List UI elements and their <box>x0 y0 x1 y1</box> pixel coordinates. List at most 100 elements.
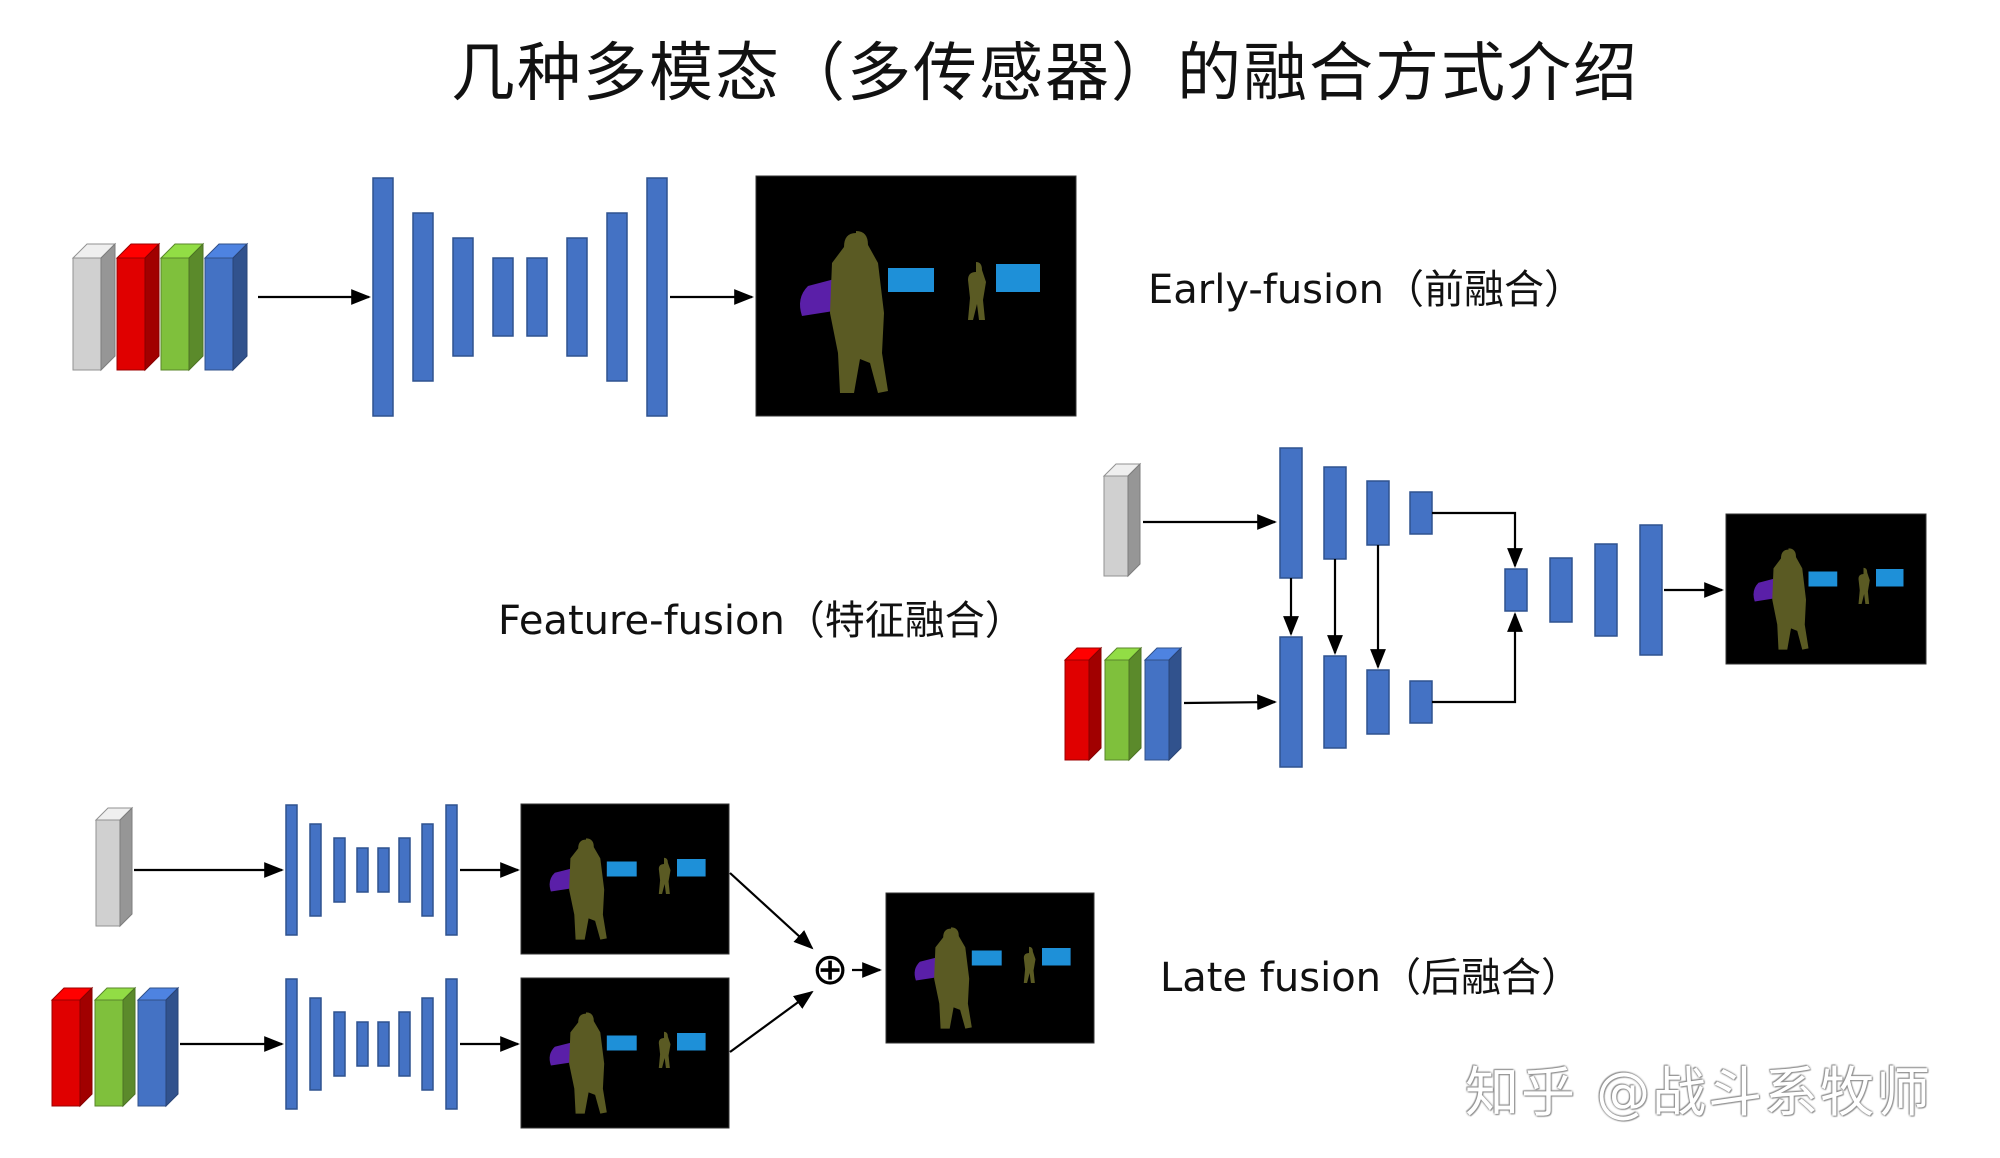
feature-output-image-small-person <box>1858 567 1870 604</box>
feature-input-red-side <box>1088 646 1102 762</box>
early-input-red-front <box>116 257 146 371</box>
late-output-image-small-person <box>1023 946 1036 983</box>
late-input-red-front <box>51 999 81 1107</box>
late-input-gray <box>94 806 134 928</box>
late-top-layer-3 <box>333 837 346 903</box>
late-bottom-layer-2 <box>309 997 322 1091</box>
feature-decoder-layer-1 <box>1504 568 1528 612</box>
early-output-image-cyan-right <box>996 264 1040 292</box>
early-input-red <box>115 242 161 372</box>
early-output-image-person <box>830 231 888 393</box>
feature-input-gray <box>1102 462 1142 578</box>
feature-top-encoder-layer-4 <box>1409 491 1433 535</box>
feature-decoder-layer-3 <box>1594 543 1618 637</box>
late-output-image-cyan-right <box>1042 948 1071 966</box>
feature-input-red-front <box>1064 659 1090 761</box>
late-bottom-layer-6 <box>398 1011 411 1077</box>
feature-bottom-merge-arrow <box>1432 612 1523 704</box>
feature-input-green <box>1103 646 1143 762</box>
feature-top-encoder-layer-1 <box>1279 447 1303 579</box>
early-input-green-side <box>188 242 204 372</box>
early-layer-7 <box>606 212 628 382</box>
feature-input-blue <box>1143 646 1183 762</box>
feature-input-blue-front <box>1144 659 1170 761</box>
late-fusion-label: Late fusion（后融合） <box>1160 955 1582 1001</box>
feature-decoder-layer-4 <box>1639 524 1663 656</box>
early-output-image <box>755 175 1077 417</box>
late-bottom-output-image-cyan-right <box>677 1033 706 1051</box>
late-top-layer-1 <box>285 804 298 936</box>
late-top-layer-4 <box>356 847 369 893</box>
early-output-image-small-person <box>968 262 986 320</box>
early-layer-5 <box>526 257 548 337</box>
early-layer-8 <box>646 177 668 417</box>
early-input-gray-front <box>72 257 102 371</box>
late-bottom-output-image <box>520 977 730 1129</box>
feature-bottom-encoder-layer-2 <box>1323 655 1347 749</box>
early-output-image-cyan-left <box>888 268 934 292</box>
late-bottom-layer-5 <box>377 1021 390 1067</box>
late-output-image <box>885 892 1095 1044</box>
early-layer-4 <box>492 257 514 337</box>
late-top-output-image-cyan-left <box>606 861 637 877</box>
early-input-green <box>159 242 205 372</box>
feature-bottom-encoder-layer-3 <box>1366 669 1390 735</box>
late-top-layer-8 <box>445 804 458 936</box>
late-bottom-layer-1 <box>285 978 298 1110</box>
late-input-green-front <box>94 999 124 1107</box>
late-bottom-layer-3 <box>333 1011 346 1077</box>
feature-input-gray-side <box>1127 462 1141 578</box>
feature-input-red <box>1063 646 1103 762</box>
late-input-red <box>50 986 94 1108</box>
late-top-output-image <box>520 803 730 955</box>
late-input-gray-front <box>95 819 121 927</box>
feature-output-image-person <box>1772 548 1809 650</box>
feature-top-encoder-layer-2 <box>1323 466 1347 560</box>
late-input-blue-front <box>137 999 167 1107</box>
late-bottom-layer-7 <box>421 997 434 1091</box>
late-top-layer-7 <box>421 823 434 917</box>
early-input-gray <box>71 242 117 372</box>
feature-input-green-side <box>1128 646 1142 762</box>
page-title: 几种多模态（多传感器）的融合方式介绍 <box>451 37 1639 111</box>
late-input-green-side <box>122 986 136 1108</box>
late-top-layer-5 <box>377 847 390 893</box>
late-input-blue-side <box>165 986 179 1108</box>
late-bottom-layer-4 <box>356 1021 369 1067</box>
early-layer-1 <box>372 177 394 417</box>
late-top-layer-2 <box>309 823 322 917</box>
late-bottom-layer-8 <box>445 978 458 1110</box>
feature-bottom-encoder-layer-1 <box>1279 636 1303 768</box>
late-bottom-output-image-cyan-left <box>606 1035 637 1051</box>
late-output-image-person <box>934 927 972 1029</box>
early-fusion-label: Early-fusion（前融合） <box>1148 267 1584 313</box>
late-top-output-image-person <box>569 838 607 940</box>
feature-bottom-input-arrow <box>1183 694 1277 711</box>
early-layer-2 <box>412 212 434 382</box>
early-input-blue-side <box>232 242 248 372</box>
early-input-green-front <box>160 257 190 371</box>
late-bottom-output-image-small-person <box>658 1031 671 1068</box>
early-input-gray-side <box>100 242 116 372</box>
feature-input-green-front <box>1104 659 1130 761</box>
late-output-image-cyan-left <box>971 950 1002 966</box>
early-input-red-side <box>144 242 160 372</box>
watermark: 知乎 @战斗系牧师 <box>1465 1061 1933 1124</box>
late-bottom-to-sum-arrow <box>729 990 814 1053</box>
early-input-blue-front <box>204 257 234 371</box>
feature-top-encoder-layer-3 <box>1366 480 1390 546</box>
fusion-sum-operator: ⊕ <box>812 944 849 995</box>
feature-fusion-label: Feature-fusion（特征融合） <box>498 598 1025 644</box>
feature-output-image-cyan-right <box>1876 569 1904 587</box>
early-layer-3 <box>452 237 474 357</box>
late-top-output-image-cyan-right <box>677 859 706 877</box>
late-input-blue <box>136 986 180 1108</box>
feature-input-gray-front <box>1103 475 1129 577</box>
late-top-to-sum-arrow <box>729 872 814 950</box>
feature-bottom-encoder-layer-4 <box>1409 680 1433 724</box>
feature-output-image-cyan-left <box>1808 571 1838 587</box>
late-bottom-output-image-person <box>569 1012 607 1114</box>
feature-input-blue-side <box>1168 646 1182 762</box>
early-input-blue <box>203 242 249 372</box>
